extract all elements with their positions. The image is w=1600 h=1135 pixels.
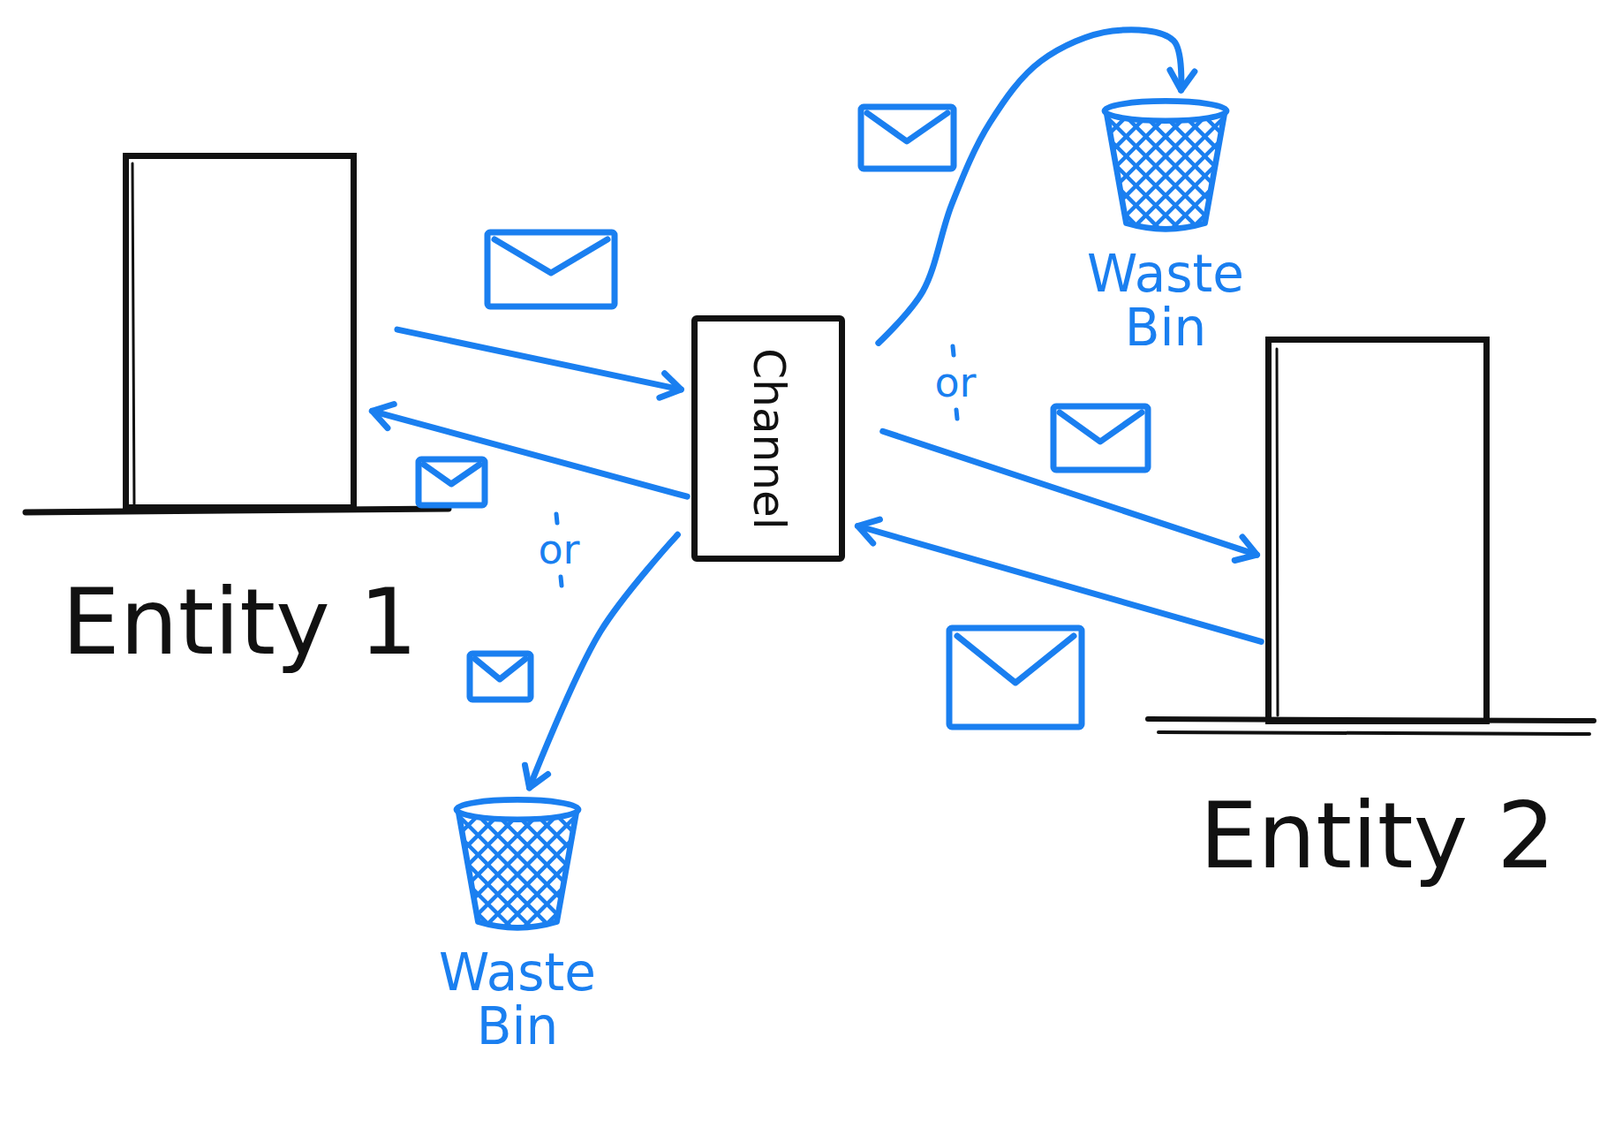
message-arrow (857, 525, 1261, 642)
envelope-icon (487, 232, 615, 307)
tick-mark (556, 513, 558, 523)
message-arrow (529, 534, 679, 788)
message-arrow (883, 430, 1258, 555)
entity-box: Entity 1 (122, 152, 357, 511)
sketch-line (1276, 348, 1278, 716)
tick-mark (956, 409, 958, 419)
waste-bin: Waste Bin (448, 795, 587, 934)
waste-bin-icon (448, 795, 587, 934)
envelope-icon (469, 653, 531, 700)
waste-bin: Waste Bin (1096, 97, 1235, 235)
channel-box: Channel (691, 315, 846, 562)
envelope-icon (860, 106, 954, 169)
entity-label: Entity 1 (61, 571, 418, 672)
channel-label: Channel (744, 347, 793, 529)
envelope-icon (418, 459, 485, 506)
sketch-line (132, 163, 135, 507)
ground-line (1158, 732, 1590, 734)
bin-label: Waste Bin (1086, 247, 1245, 355)
envelope-icon (949, 627, 1082, 727)
message-arrow (397, 329, 681, 390)
entity-label: Entity 2 (1200, 784, 1556, 886)
message-arrow (371, 410, 687, 497)
bin-label: Waste Bin (438, 945, 597, 1054)
or-label: or (931, 360, 979, 406)
waste-bin-icon (1096, 97, 1235, 235)
tick-mark (560, 576, 562, 586)
entity-box: Entity 2 (1265, 336, 1490, 725)
envelope-icon (1053, 406, 1148, 470)
or-label: or (535, 527, 582, 573)
tick-mark (952, 346, 954, 355)
